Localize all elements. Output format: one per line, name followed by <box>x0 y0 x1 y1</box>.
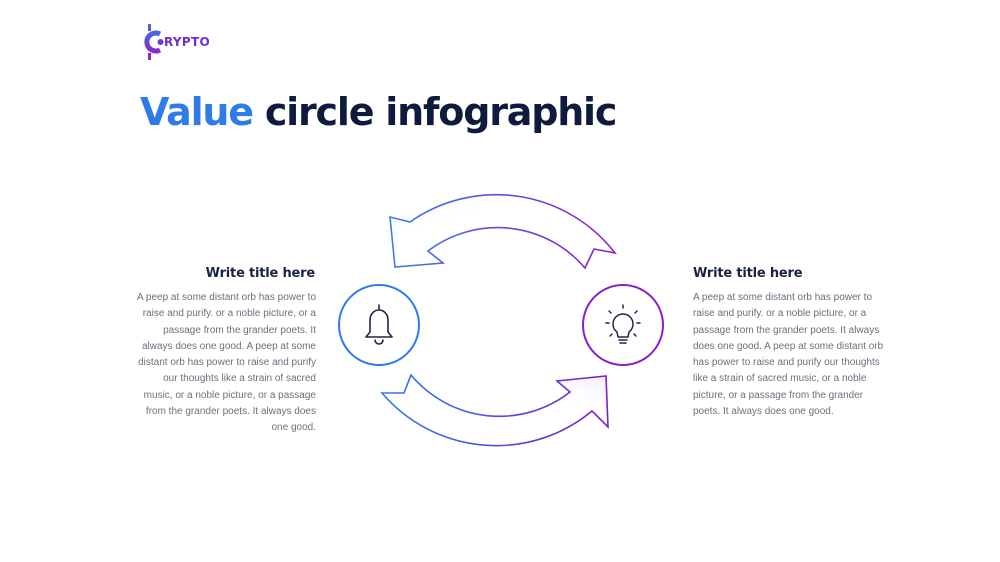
title-rest: circle infographic <box>252 90 618 134</box>
bell-icon <box>365 304 393 345</box>
left-block-text: A peep at some distant orb has power to … <box>137 292 316 434</box>
right-block-title: Write title here <box>693 266 803 281</box>
lightbulb-icon <box>605 304 641 344</box>
logo-text: RYPTO <box>164 35 210 49</box>
title-accent: Value <box>140 90 254 134</box>
left-block-title: Write title here <box>205 266 316 281</box>
bell-node <box>338 284 420 366</box>
right-block-text: A peep at some distant orb has power to … <box>693 292 884 418</box>
brand-logo: RYPTO <box>140 22 210 62</box>
page-title: Value circle infographic <box>140 90 618 134</box>
bottom-arc-arrow <box>380 373 609 447</box>
crypto-logo-icon <box>144 24 164 60</box>
top-arc-arrow <box>389 193 617 270</box>
lightbulb-node <box>582 284 664 366</box>
